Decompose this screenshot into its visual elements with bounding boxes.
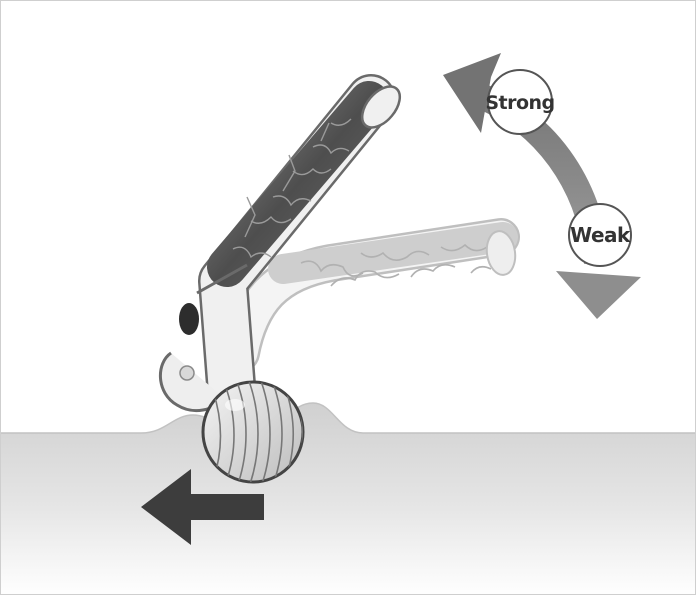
skin-surface [1, 402, 695, 594]
roller-ball [201, 380, 305, 484]
strength-label-weak: Weak [568, 203, 632, 267]
left-arrow-icon [141, 469, 264, 545]
weak-label-text: Weak [570, 223, 631, 247]
strength-label-strong: Strong [485, 69, 555, 135]
strong-label-text: Strong [485, 92, 554, 114]
roller-handle-faded [222, 218, 520, 372]
